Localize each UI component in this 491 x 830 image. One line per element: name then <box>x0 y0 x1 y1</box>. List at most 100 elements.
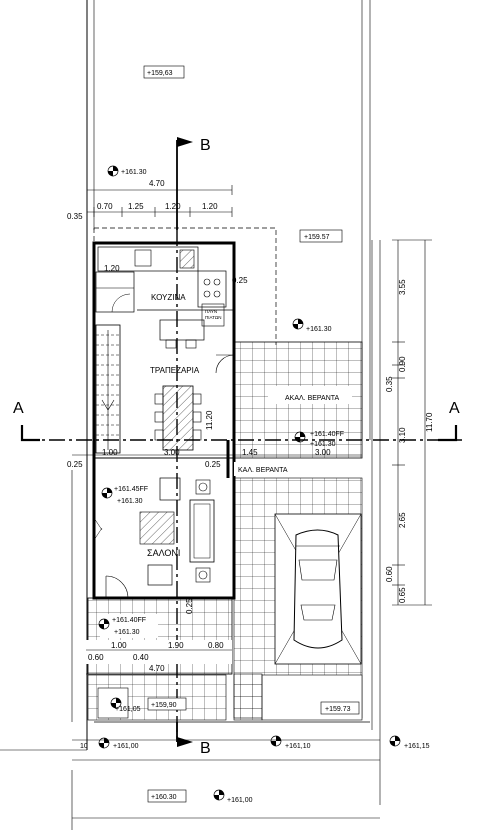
section-b-bottom-label: B <box>200 740 211 757</box>
room-veranda-open: ΑΚΑΛ. ΒΕΡΑΝΤΑ <box>285 395 340 402</box>
rug <box>139 511 175 545</box>
section-b-top: B <box>176 137 211 230</box>
level-15973: +159.73 <box>325 706 351 713</box>
dim-right-060: 0.60 <box>385 566 394 582</box>
veranda: ΑΚΑΛ. ΒΕΡΑΝΤΑ ΚΑΛ. ΒΕΡΑΝΤΑ <box>226 341 363 478</box>
level-15957: +159.57 <box>304 234 330 241</box>
level-16140ff-low: +161.40FF <box>112 617 146 624</box>
dim-top-seg1: 0.70 <box>97 202 113 211</box>
level-box-15957 <box>299 229 343 243</box>
level-marker-icon <box>101 487 113 499</box>
level-16115: +161,15 <box>404 743 430 750</box>
section-b-top-label: B <box>200 137 211 154</box>
section-a: A A <box>13 400 462 442</box>
dim-top-left-offset: 0.35 <box>67 212 83 221</box>
kitchen-island <box>159 319 205 341</box>
level-marker-icon <box>270 735 282 747</box>
dim-kitchen-025: 0.25 <box>232 276 248 285</box>
kitchen-counter-top <box>97 246 199 272</box>
dim-top-seg2: 1.25 <box>128 202 144 211</box>
car-icon <box>293 529 343 649</box>
top-levels: +159,63 +161.30 +159.57 <box>107 65 343 243</box>
dim-mid-145: 1.45 <box>242 448 258 457</box>
armchair-bottom <box>147 564 173 586</box>
level-marker-icon <box>98 737 110 749</box>
stairs <box>95 324 121 454</box>
side-table-bottom <box>195 567 211 583</box>
dim-top-overall: 4.70 <box>149 179 165 188</box>
driveway: +159.73 <box>233 477 363 721</box>
corner-10: 10 <box>80 743 88 750</box>
dim-mid-300-right: 3.00 <box>315 448 331 457</box>
front-porch: +161.40FF +161.30 0.25 0.60 1.00 0.40 1.… <box>86 597 233 675</box>
dim-right-1170: 11.70 <box>425 412 434 432</box>
middle-dimensions: 0.25 1.00 3.00 0.25 1.45 3.00 <box>67 448 362 469</box>
level-16130-living: +161.30 <box>117 498 143 505</box>
dim-top-seg4: 1.20 <box>202 202 218 211</box>
level-marker-icon <box>213 789 225 801</box>
armchair-top <box>159 477 181 501</box>
dim-low-025: 0.25 <box>185 598 194 614</box>
dim-low-060: 0.60 <box>88 653 104 662</box>
kitchen-counter-side <box>197 270 227 308</box>
dim-right-310: 3.10 <box>398 427 407 443</box>
level-16130-right: +161.30 <box>310 441 336 448</box>
dim-low-080: 0.80 <box>208 641 224 650</box>
level-marker-icon <box>107 165 119 177</box>
dishwasher-label-1: ΠΛΥΝ <box>205 309 217 314</box>
room-dining: ΤΡΑΠΕΖΑΡΙΑ <box>150 366 200 375</box>
section-b-bottom: B <box>176 722 211 757</box>
right-dimensions: 3.55 0.90 0.35 11.70 3.10 2.65 0.60 0.65 <box>385 239 434 606</box>
room-veranda-covered: ΚΑΛ. ΒΕΡΑΝΤΑ <box>238 467 288 474</box>
level-marker-icon <box>389 735 401 747</box>
side-table-top <box>195 479 211 495</box>
level-16140ff-right: +161.40FF <box>310 431 344 438</box>
kitchen: ΠΛΥΝ ΠΙΑΤΩΝ ΚΟΥΖΙΝΑ 1.20 0.25 <box>95 246 248 341</box>
dishwasher-box <box>201 303 225 327</box>
section-a-right-label: A <box>449 400 460 417</box>
room-kitchen: ΚΟΥΖΙΝΑ <box>151 293 186 302</box>
level-16030: +160.30 <box>151 794 177 801</box>
entry-area: +161,05 +159,90 <box>87 674 370 723</box>
sink-icon <box>134 249 152 267</box>
roof-outline <box>93 227 277 345</box>
dim-mid-025-left: 0.25 <box>67 460 83 469</box>
living-room: +161.45FF +161.30 ΣΑΛΟΝΙ <box>93 477 215 599</box>
dining: ΤΡΑΠΕΖΑΡΙΑ 11.20 <box>150 339 235 451</box>
dim-low-100: 1.00 <box>111 641 127 650</box>
section-a-left-label: A <box>13 400 24 417</box>
veranda-levels: +161.30 +161.40FF +161.30 <box>292 318 344 448</box>
stove-icon <box>179 249 195 269</box>
level-16130-top: +161.30 <box>121 169 147 176</box>
dim-right-355: 3.55 <box>398 279 407 295</box>
dim-right-265: 2.65 <box>398 512 407 528</box>
sofa <box>189 499 215 563</box>
dim-low-190: 1.90 <box>168 641 184 650</box>
level-marker-icon <box>110 697 122 709</box>
level-16130-low: +161.30 <box>114 629 140 636</box>
level-16105: +161,05 <box>115 706 141 713</box>
dim-right-035: 0.35 <box>385 376 394 392</box>
level-16100: +161,00 <box>113 743 139 750</box>
level-15963: +159,63 <box>147 70 173 77</box>
top-dimensions: 4.70 0.35 0.70 1.25 1.20 1.20 <box>67 179 233 221</box>
level-16100-bottom: +161,00 <box>227 797 253 804</box>
level-16130-veranda: +161.30 <box>306 326 332 333</box>
dishwasher-label-2: ΠΙΑΤΩΝ <box>205 315 221 320</box>
level-16110: +161,10 <box>285 743 311 750</box>
dim-mid-100: 1.00 <box>102 448 118 457</box>
dim-kitchen-120: 1.20 <box>104 264 120 273</box>
room-living: ΣΑΛΟΝΙ <box>147 548 180 558</box>
level-16145ff: +161.45FF <box>114 486 148 493</box>
level-marker-icon <box>294 431 306 443</box>
dim-mid-300-left: 3.00 <box>164 448 180 457</box>
plot-boundaries <box>0 0 381 830</box>
dim-mid-025-right: 0.25 <box>205 460 221 469</box>
dim-right-065: 0.65 <box>398 587 407 603</box>
dim-low-470: 4.70 <box>149 664 165 673</box>
level-15990: +159,90 <box>151 702 177 709</box>
dim-low-040: 0.40 <box>133 653 149 662</box>
level-box-15963 <box>143 65 185 79</box>
storage-block <box>95 271 135 313</box>
